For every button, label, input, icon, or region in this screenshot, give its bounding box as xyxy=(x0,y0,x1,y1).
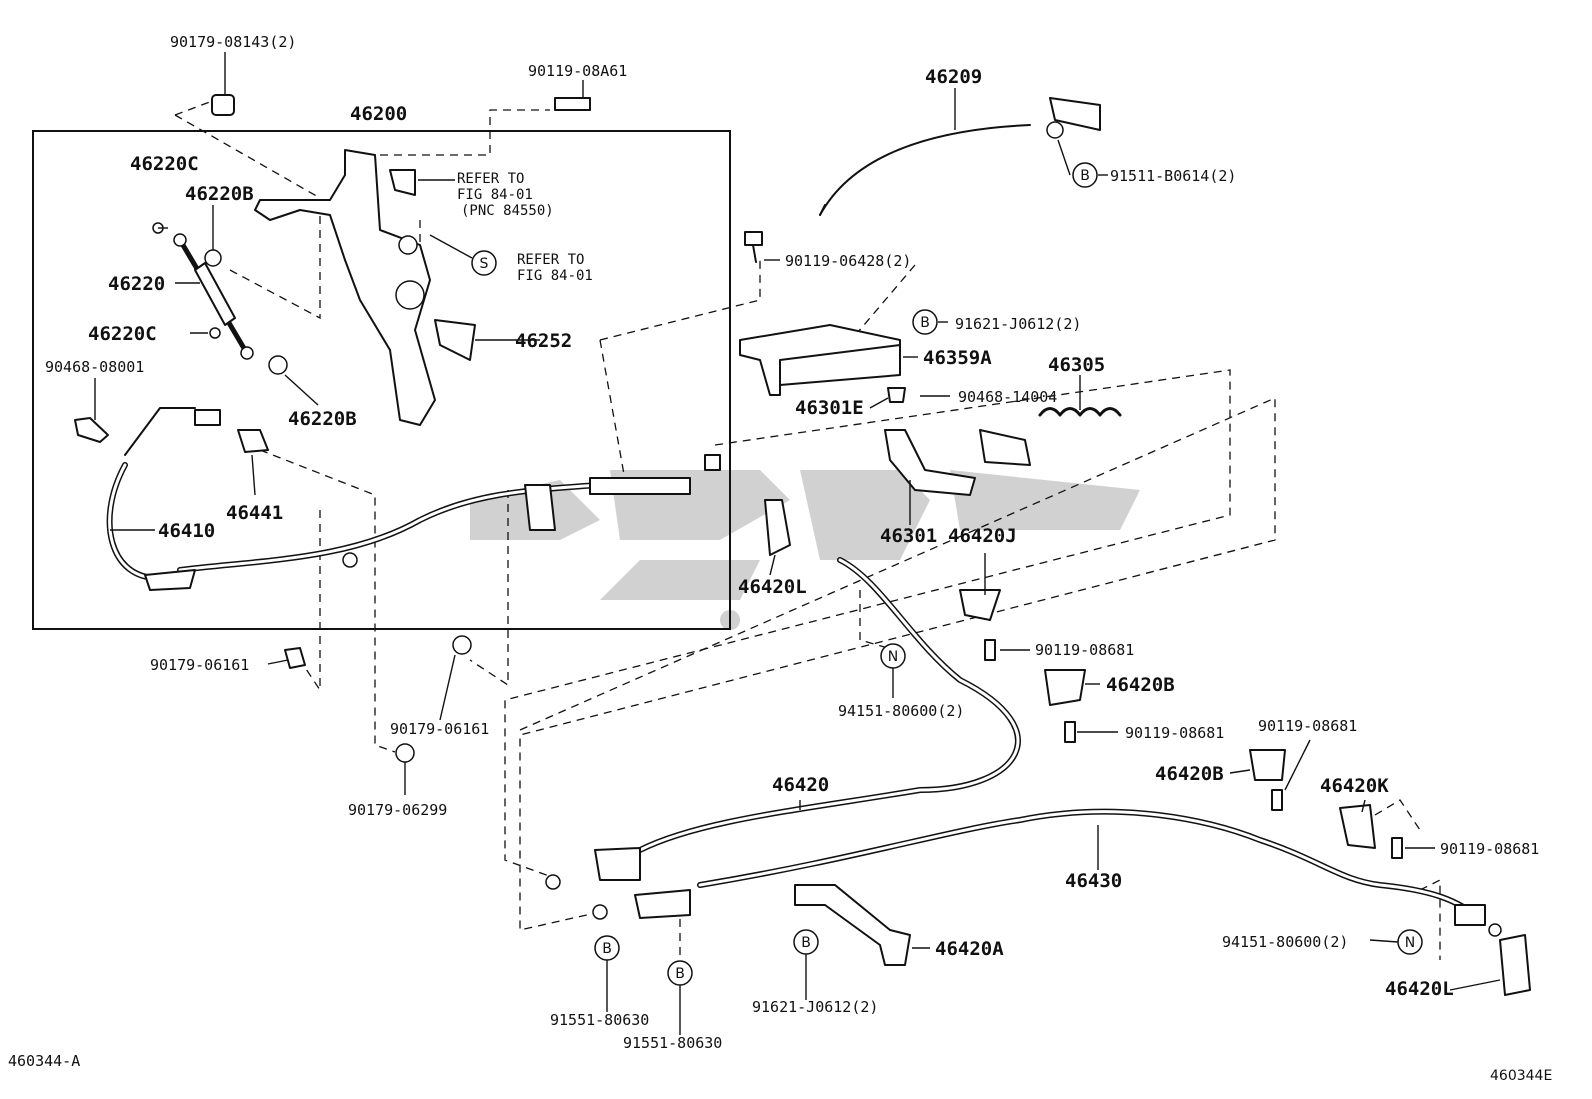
label-46220B-a[interactable]: 46220B xyxy=(185,183,254,205)
svg-text:REFER TO: REFER TO xyxy=(517,252,584,268)
svg-text:B: B xyxy=(920,315,930,331)
svg-text:(PNC 84550): (PNC 84550) xyxy=(461,203,554,219)
label-94151-80600-b[interactable]: 94151-80600(2) xyxy=(1222,933,1348,951)
label-46301E[interactable]: 46301E xyxy=(795,397,864,419)
label-91621-J0612-a[interactable]: 91621-J0612(2) xyxy=(955,315,1081,333)
marker-b-4: B xyxy=(667,960,693,986)
marker-b-5: B xyxy=(793,929,819,955)
label-90119-08681-d[interactable]: 90119-08681 xyxy=(1440,840,1539,858)
label-90119-08681-b[interactable]: 90119-08681 xyxy=(1125,724,1224,742)
label-46420J[interactable]: 46420J xyxy=(948,525,1017,547)
label-46220B-b[interactable]: 46220B xyxy=(288,408,357,430)
reference-note-1: REFER TO FIG 84-01 (PNC 84550) xyxy=(418,171,554,219)
marker-b-2: B xyxy=(912,309,938,335)
svg-text:B: B xyxy=(1080,168,1090,184)
marker-n-2: N xyxy=(1397,929,1423,955)
label-46420L-b[interactable]: 46420L xyxy=(1385,978,1454,1000)
label-46420A[interactable]: 46420A xyxy=(935,938,1004,960)
svg-text:B: B xyxy=(602,941,612,957)
label-46420B-b[interactable]: 46420B xyxy=(1155,763,1224,785)
label-91511-B0614[interactable]: 91511-B0614(2) xyxy=(1110,167,1236,185)
svg-text:S: S xyxy=(480,256,489,272)
svg-text:REFER TO: REFER TO xyxy=(457,171,524,187)
label-90119-08A61[interactable]: 90119-08A61 xyxy=(528,62,627,80)
label-46220[interactable]: 46220 xyxy=(108,273,165,295)
label-90468-14004[interactable]: 90468-14004 xyxy=(958,388,1057,406)
label-46430[interactable]: 46430 xyxy=(1065,870,1122,892)
svg-text:FIG 84-01: FIG 84-01 xyxy=(457,187,533,203)
label-46301[interactable]: 46301 xyxy=(880,525,937,547)
watermark-logo xyxy=(470,470,1140,630)
figure-code-right: 460344E xyxy=(1490,1068,1552,1084)
label-91551-80630-b[interactable]: 91551-80630 xyxy=(623,1034,722,1052)
marker-s: S xyxy=(471,250,497,276)
label-91551-80630-a[interactable]: 91551-80630 xyxy=(550,1011,649,1029)
label-46220C-b[interactable]: 46220C xyxy=(88,323,157,345)
label-46359A[interactable]: 46359A xyxy=(923,347,992,369)
label-46305[interactable]: 46305 xyxy=(1048,354,1105,376)
svg-text:B: B xyxy=(801,935,811,951)
label-46209[interactable]: 46209 xyxy=(925,66,982,88)
label-46420L-a[interactable]: 46420L xyxy=(738,576,807,598)
label-90179-06161-a[interactable]: 90179-06161 xyxy=(150,656,249,674)
reference-note-2: REFER TO FIG 84-01 xyxy=(429,234,593,284)
label-46252[interactable]: 46252 xyxy=(515,330,572,352)
leader-lines xyxy=(94,52,1501,1035)
label-46441[interactable]: 46441 xyxy=(226,502,283,524)
label-91621-J0612-b[interactable]: 91621-J0612(2) xyxy=(752,998,878,1016)
dashed-guides xyxy=(174,99,1441,960)
label-90119-08681-a[interactable]: 90119-08681 xyxy=(1035,641,1134,659)
svg-text:N: N xyxy=(888,649,898,665)
label-90119-06428[interactable]: 90119-06428(2) xyxy=(785,252,911,270)
part-labels: 90179-08143(2) 90119-08A61 46200 46220C … xyxy=(45,33,1539,1052)
svg-text:N: N xyxy=(1405,935,1415,951)
label-46420B-a[interactable]: 46420B xyxy=(1106,674,1175,696)
label-90179-08143[interactable]: 90179-08143(2) xyxy=(170,33,296,51)
label-46410[interactable]: 46410 xyxy=(158,520,215,542)
label-90119-08681-c[interactable]: 90119-08681 xyxy=(1258,717,1357,735)
marker-n-1: N xyxy=(880,643,906,669)
marker-b-3: B xyxy=(594,935,620,961)
assembly-frame xyxy=(32,130,731,630)
label-46420K[interactable]: 46420K xyxy=(1320,775,1389,797)
marker-b-1: B xyxy=(1072,162,1098,188)
label-94151-80600-a[interactable]: 94151-80600(2) xyxy=(838,702,964,720)
label-90179-06161-b[interactable]: 90179-06161 xyxy=(390,720,489,738)
label-90179-06299[interactable]: 90179-06299 xyxy=(348,801,447,819)
part-shapes xyxy=(74,94,1531,996)
figure-code-left: 460344-A xyxy=(8,1052,80,1070)
label-46200[interactable]: 46200 xyxy=(350,103,407,125)
svg-text:FIG 84-01: FIG 84-01 xyxy=(517,268,593,284)
label-46220C-a[interactable]: 46220C xyxy=(130,153,199,175)
label-90468-08001[interactable]: 90468-08001 xyxy=(45,358,144,376)
svg-text:B: B xyxy=(675,966,685,982)
label-46420[interactable]: 46420 xyxy=(772,774,829,796)
